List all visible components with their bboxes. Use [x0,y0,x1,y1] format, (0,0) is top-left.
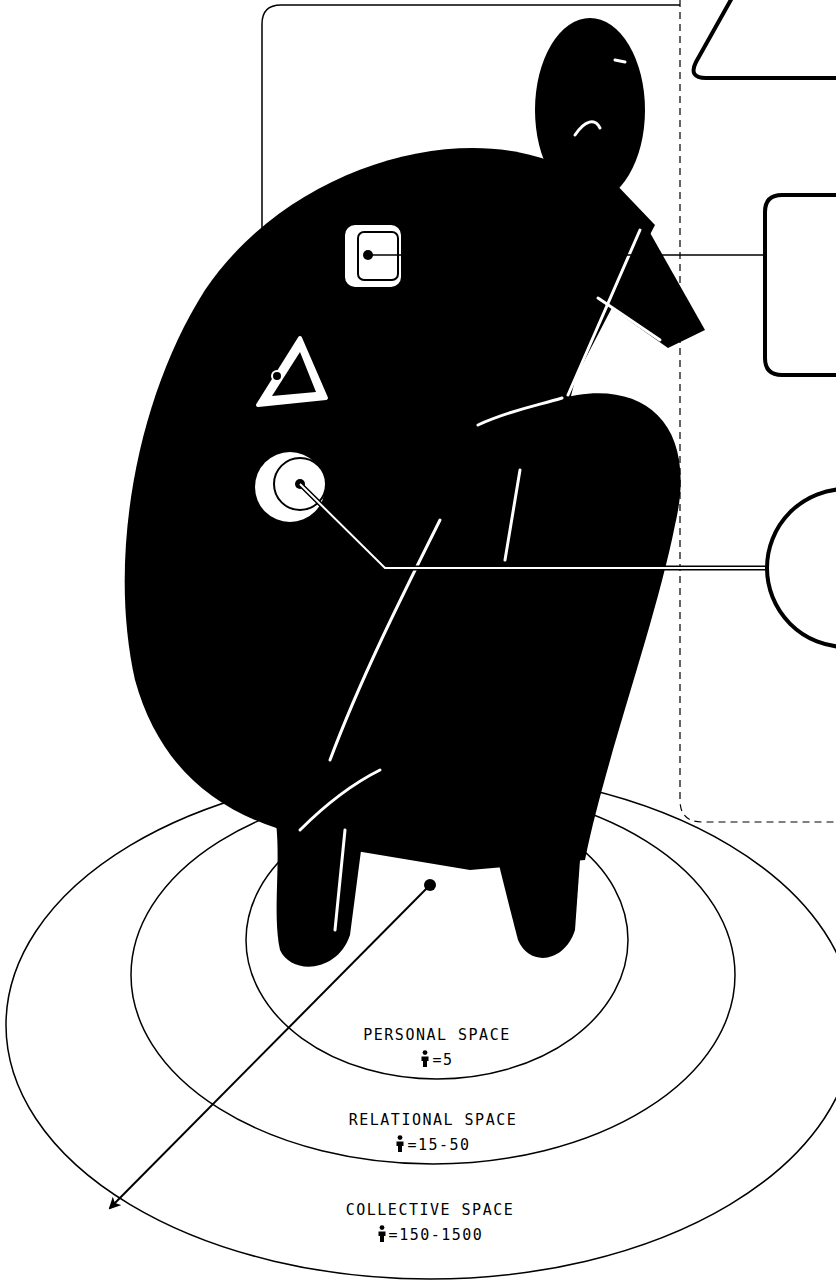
leader-line [300,484,767,568]
center-dot [424,879,436,891]
space-name: COLLECTIVE SPACE [346,1201,515,1219]
silhouette-details [300,60,660,930]
square-symbol [345,225,401,287]
space-name: RELATIONAL SPACE [130,1108,736,1133]
leader-line [368,254,765,256]
triangle-symbol [258,338,326,405]
leader-line [262,5,680,376]
population-count: =15-50 [407,1136,470,1154]
ring-label: PERSONAL SPACE =5 [245,1023,629,1073]
space-name: PERSONAL SPACE [245,1023,629,1048]
radius-arrow [110,885,430,1208]
person-icon [395,1135,405,1152]
leader-line [300,484,767,568]
space-ring: PERSONAL SPACE =5RELATIONAL SPACE =15-50CO… [5,770,836,1280]
circle-symbol [255,452,326,522]
population-count: =5 [245,1048,629,1073]
population-count: =150-1500 [389,1226,484,1244]
person-icon [377,1225,387,1242]
dashed-frame [680,0,836,822]
space-name: PERSONAL SPACE [363,1026,510,1044]
ring-outline [130,785,736,1165]
space-name: RELATIONAL SPACE [349,1111,518,1129]
space-name: COLLECTIVE SPACE [5,1198,836,1223]
population-count: =150-1500 [5,1223,836,1248]
space-ring: PERSONAL SPACE =5 [245,800,629,1080]
population-count: =5 [432,1051,453,1069]
population-count: =15-50 [130,1133,736,1158]
silhouette [125,18,705,967]
ring-label: RELATIONAL SPACE =15-50 [130,1108,736,1158]
ring-label: COLLECTIVE SPACE =150-1500 [5,1198,836,1248]
circle-outline [767,489,836,647]
square-outline [765,195,836,375]
space-ring: PERSONAL SPACE =5RELATIONAL SPACE =15-50 [130,785,736,1165]
triangle-outline [694,0,836,78]
person-icon [420,1050,430,1067]
